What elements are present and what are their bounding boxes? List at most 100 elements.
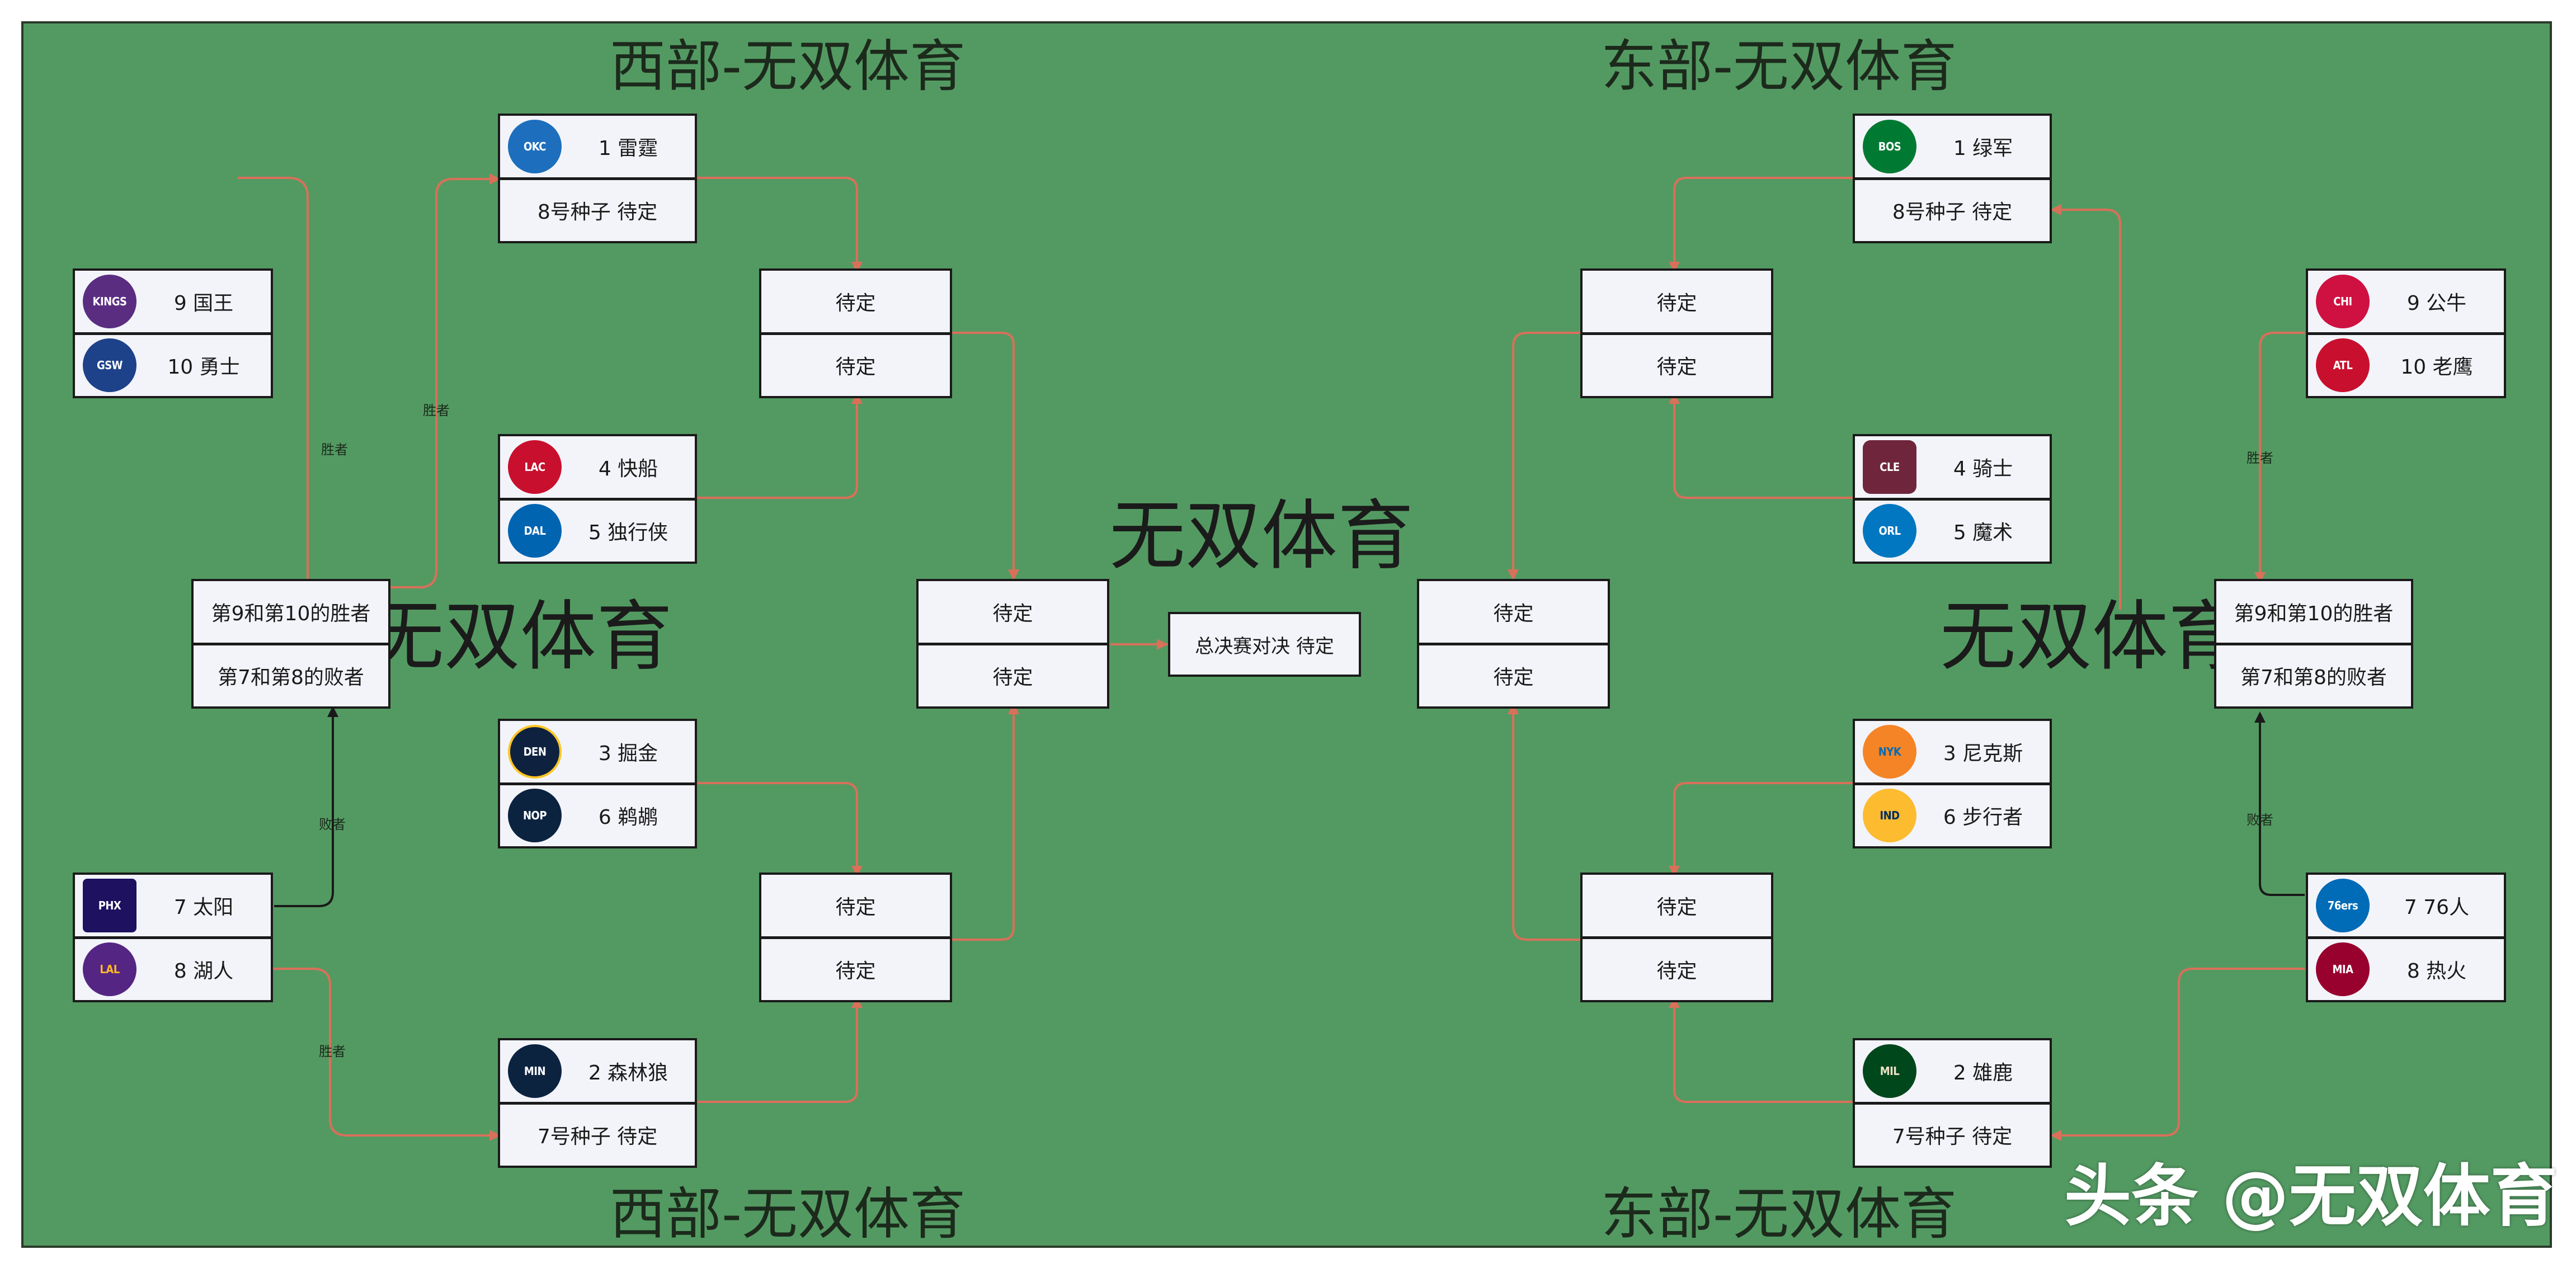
tbd-slot[interactable]: 待定 [761, 332, 950, 397]
team-label: 9 国王 [173, 291, 234, 315]
matchup-east-4-5[interactable]: CLE 4 骑士 ORL 5 魔术 [1853, 434, 2052, 564]
winner-label: 胜者 [319, 1044, 346, 1059]
team-label: 6 鹈鹕 [598, 806, 658, 829]
team-slot-heat[interactable]: MIA 8 热火 [2308, 936, 2504, 1001]
west-title-bottom: 西部-无双体育 [609, 1181, 966, 1247]
clippers-logo-icon: LAC [508, 440, 562, 494]
team-slot-kings[interactable]: KINGS 9 国王 [75, 271, 271, 332]
team-slot-knicks[interactable]: NYK 3 尼克斯 [1855, 721, 2050, 782]
team-label: 10 勇士 [167, 356, 240, 379]
team-slot-cavaliers[interactable]: CLE 4 骑士 [1855, 436, 2050, 498]
matchup-east-semi-top[interactable]: 待定 待定 [1580, 268, 1773, 398]
matchup-west-play-in-7-8[interactable]: PHX 7 太阳 LAL 8 湖人 [73, 873, 273, 1002]
team-slot-mavericks[interactable]: DAL 5 独行侠 [500, 497, 695, 562]
tbd-slot[interactable]: 待定 [1656, 895, 1697, 919]
tbd-slot[interactable]: 待定 [1419, 642, 1608, 707]
east-title-top: 东部-无双体育 [1600, 34, 1957, 99]
mavericks-logo-icon: DAL [508, 504, 562, 558]
team-label: 1 雷霆 [598, 136, 658, 160]
team-label: 4 骑士 [1953, 457, 2013, 480]
play-in-loser-slot[interactable]: 第7和第8的败者 [194, 642, 388, 707]
team-slot-magic[interactable]: ORL 5 魔术 [1855, 497, 2050, 562]
tbd-slot[interactable]: 待定 [1493, 602, 1534, 625]
play-in-winner-slot[interactable]: 第9和第10的胜者 [2234, 602, 2394, 625]
tbd-slot[interactable]: 待定 [761, 936, 950, 1001]
warriors-logo-icon: GSW [83, 338, 136, 393]
matchup-west-1-8[interactable]: OKC 1 雷霆 8号种子 待定 [498, 114, 697, 243]
matchup-east-3-6[interactable]: NYK 3 尼克斯 IND 6 步行者 [1853, 719, 2052, 848]
play-in-winner-slot[interactable]: 第9和第10的胜者 [211, 602, 371, 625]
matchup-west-semi-bottom[interactable]: 待定 待定 [759, 873, 952, 1002]
tbd-slot[interactable]: 待定 [1583, 332, 1771, 397]
team-slot-pacers[interactable]: IND 6 步行者 [1855, 782, 2050, 847]
nuggets-logo-icon: DEN [508, 724, 562, 779]
matchup-east-play-in-9-10[interactable]: CHI 9 公牛 ATL 10 老鹰 [2306, 268, 2506, 398]
team-label: 5 魔术 [1953, 521, 2013, 545]
team-slot-nuggets[interactable]: DEN 3 掘金 [500, 721, 695, 782]
matchup-west-3-6[interactable]: DEN 3 掘金 NOP 6 鹈鹕 [498, 719, 697, 848]
team-label: 7 太阳 [173, 895, 234, 919]
team-slot-lakers[interactable]: LAL 8 湖人 [75, 936, 271, 1001]
seed7-pending-slot[interactable]: 7号种子 待定 [500, 1101, 695, 1166]
tbd-slot[interactable]: 待定 [992, 602, 1033, 625]
matchup-east-semi-bottom[interactable]: 待定 待定 [1580, 873, 1773, 1002]
team-slot-thunder[interactable]: OKC 1 雷霆 [500, 116, 695, 177]
matchup-west-play-in-final[interactable]: 第9和第10的胜者 第7和第8的败者 [191, 579, 390, 709]
tbd-slot[interactable]: 待定 [835, 291, 876, 315]
76ers-logo-icon: 76ers [2316, 878, 2370, 932]
team-label: 1 绿军 [1953, 136, 2013, 160]
winner-label: 胜者 [423, 403, 450, 418]
matchup-east-2-7[interactable]: MIL 2 雄鹿 7号种子 待定 [1853, 1038, 2052, 1168]
bucks-logo-icon: MIL [1863, 1044, 1916, 1098]
team-slot-pelicans[interactable]: NOP 6 鹈鹕 [500, 782, 695, 847]
east-title-bottom: 东部-无双体育 [1600, 1181, 1957, 1247]
tbd-slot[interactable]: 待定 [835, 895, 876, 919]
heat-logo-icon: MIA [2316, 942, 2370, 997]
tbd-slot[interactable]: 待定 [919, 642, 1107, 707]
matchup-east-final[interactable]: 待定 待定 [1417, 579, 1610, 709]
team-slot-celtics[interactable]: BOS 1 绿军 [1855, 116, 2050, 177]
suns-logo-icon: PHX [83, 878, 136, 932]
team-label: 5 独行侠 [588, 521, 668, 545]
lakers-logo-icon: LAL [83, 942, 136, 997]
team-slot-76ers[interactable]: 76ers 7 76人 [2308, 875, 2504, 936]
winner-label: 胜者 [321, 442, 348, 458]
matchup-east-play-in-7-8[interactable]: 76ers 7 76人 MIA 8 热火 [2306, 873, 2506, 1002]
tbd-slot[interactable]: 待定 [1656, 291, 1697, 315]
team-label: 7 76人 [2404, 895, 2470, 919]
matchup-west-semi-top[interactable]: 待定 待定 [759, 268, 952, 398]
finals-matchup[interactable]: 总决赛对决 待定 [1168, 612, 1361, 677]
bulls-logo-icon: CHI [2316, 274, 2370, 328]
seed7-pending-slot[interactable]: 7号种子 待定 [1855, 1101, 2050, 1166]
team-slot-suns[interactable]: PHX 7 太阳 [75, 875, 271, 936]
matchup-east-play-in-final[interactable]: 第9和第10的胜者 第7和第8的败者 [2214, 579, 2413, 709]
team-label: 6 步行者 [1943, 806, 2023, 829]
team-slot-bulls[interactable]: CHI 9 公牛 [2308, 271, 2504, 332]
seed8-pending-slot[interactable]: 8号种子 待定 [1855, 177, 2050, 242]
team-label: 3 掘金 [598, 742, 658, 765]
knicks-logo-icon: NYK [1863, 724, 1916, 779]
team-label: 9 公牛 [2407, 291, 2467, 315]
loser-label: 败者 [2247, 812, 2273, 828]
play-in-loser-slot[interactable]: 第7和第8的败者 [2216, 642, 2411, 707]
watermark-left: 无双体育 [368, 593, 672, 681]
team-slot-clippers[interactable]: LAC 4 快船 [500, 436, 695, 498]
matchup-east-1-8[interactable]: BOS 1 绿军 8号种子 待定 [1853, 114, 2052, 243]
team-slot-warriors[interactable]: GSW 10 勇士 [75, 332, 271, 397]
hawks-logo-icon: ATL [2316, 338, 2370, 393]
matchup-west-4-5[interactable]: LAC 4 快船 DAL 5 独行侠 [498, 434, 697, 564]
team-label: 8 热火 [2407, 960, 2467, 983]
team-label: 2 雄鹿 [1953, 1061, 2013, 1085]
team-label: 3 尼克斯 [1943, 742, 2023, 765]
team-slot-timberwolves[interactable]: MIN 2 森林狼 [500, 1040, 695, 1102]
team-slot-hawks[interactable]: ATL 10 老鹰 [2308, 332, 2504, 397]
tbd-slot[interactable]: 待定 [1583, 936, 1771, 1001]
seed8-pending-slot[interactable]: 8号种子 待定 [500, 177, 695, 242]
kings-logo-icon: KINGS [83, 274, 136, 328]
team-slot-bucks[interactable]: MIL 2 雄鹿 [1855, 1040, 2050, 1102]
matchup-west-final[interactable]: 待定 待定 [916, 579, 1109, 709]
pacers-logo-icon: IND [1863, 789, 1916, 843]
matchup-west-play-in-9-10[interactable]: KINGS 9 国王 GSW 10 勇士 [73, 268, 273, 398]
matchup-west-2-7[interactable]: MIN 2 森林狼 7号种子 待定 [498, 1038, 697, 1168]
